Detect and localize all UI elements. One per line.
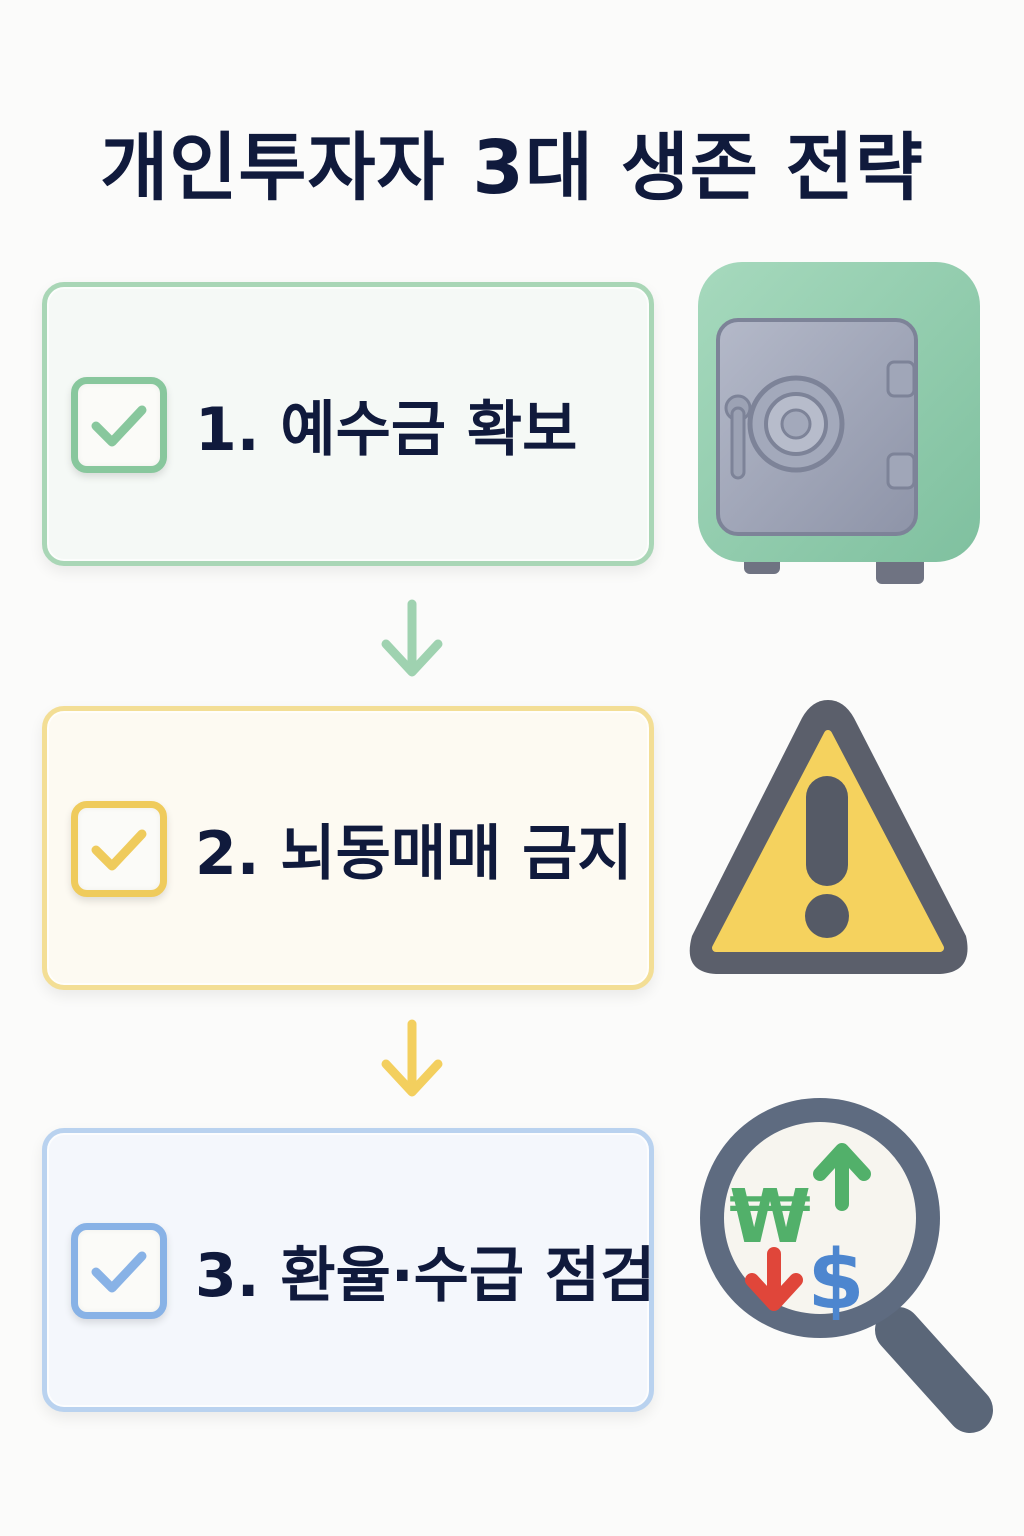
safe-icon — [698, 262, 980, 584]
won-symbol: ₩ — [729, 1174, 811, 1260]
step-card-2: 2. 뇌동매매 금지 — [42, 706, 654, 990]
page-title: 개인투자자 3대 생존 전략 — [100, 125, 924, 211]
step-card-3: 3. 환율·수급 점검 — [42, 1128, 656, 1412]
step-label-2: 2. 뇌동매매 금지 — [195, 818, 633, 889]
checkbox-checked-icon — [71, 1223, 167, 1319]
down-arrow-icon — [381, 599, 443, 677]
checkbox-checked-icon — [71, 377, 167, 473]
magnifier-currency-icon: ₩ $ — [700, 1098, 993, 1433]
checkbox-checked-icon — [71, 801, 167, 897]
step-label-1: 1. 예수금 확보 — [195, 394, 578, 465]
step-label-3: 3. 환율·수급 점검 — [195, 1240, 656, 1311]
step-card-1: 1. 예수금 확보 — [42, 282, 654, 566]
dollar-symbol: $ — [807, 1233, 864, 1328]
warning-icon — [689, 700, 968, 974]
down-arrow-icon — [381, 1019, 443, 1097]
